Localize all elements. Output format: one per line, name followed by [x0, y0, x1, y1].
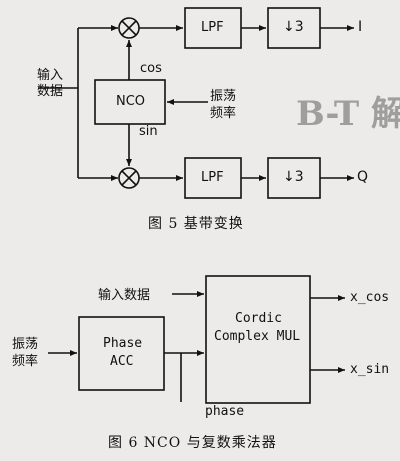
- fig5-nco-label: NCO: [116, 94, 146, 109]
- fig5-sin-label: sin: [139, 124, 158, 139]
- fig6-cordic-line2: Complex MUL: [214, 329, 301, 344]
- nco-box: [94, 79, 166, 125]
- fig5-cos-label: cos: [140, 61, 162, 76]
- background-heading-fragment: B-T 解: [296, 94, 400, 134]
- fig5-out-q-label: Q: [357, 169, 369, 185]
- fig6-phase-label: phase: [205, 404, 245, 419]
- fig6-cordic-line1: Cordic: [235, 311, 282, 326]
- multiplier-bottom: [118, 167, 140, 189]
- figure-6-nco-multiplier-diagram: [48, 275, 345, 404]
- fig5-osc-label-line1: 振荡: [210, 89, 237, 104]
- fig5-out-i-label: I: [358, 19, 363, 35]
- fig6-osc-label-line1: 振荡: [12, 337, 39, 352]
- fig6-caption: 图 6 NCO 与复数乘法器: [108, 435, 277, 451]
- fig6-out-cos-label: x_cos: [350, 290, 390, 305]
- cordic-box: [205, 275, 311, 404]
- fig6-phase-acc-line1: Phase: [103, 336, 143, 351]
- fig5-lpf-bottom-label: LPF: [201, 170, 224, 185]
- figure-5-basebanddiagram: [38, 7, 354, 199]
- fig5-input-label-line1: 输入: [37, 68, 64, 83]
- fig6-out-sin-label: x_sin: [350, 362, 390, 377]
- fig5-caption: 图 5 基带变换: [148, 216, 244, 232]
- fig5-decim-bottom-label: ↓3: [283, 169, 304, 185]
- fig5-input-label-line2: 数据: [37, 84, 64, 99]
- fig6-phase-acc-line2: ACC: [110, 354, 134, 369]
- fig5-lpf-top-label: LPF: [201, 20, 224, 35]
- fig5-decim-top-label: ↓3: [283, 19, 304, 35]
- fig5-osc-label-line2: 频率: [210, 106, 237, 121]
- fig6-input-data-label: 输入数据: [98, 288, 151, 303]
- multiplier-top: [118, 17, 140, 39]
- fig6-osc-label-line2: 频率: [12, 354, 39, 369]
